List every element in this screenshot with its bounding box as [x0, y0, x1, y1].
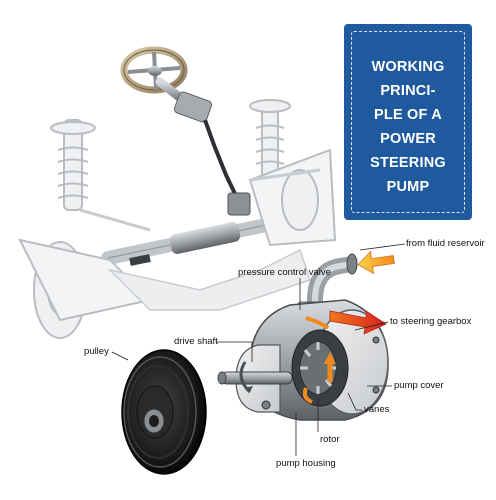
outlet-flow-arrow: [329, 310, 387, 335]
label-pump-cover: pump cover: [394, 380, 444, 391]
label-drive-shaft: drive shaft: [174, 336, 218, 347]
vanes-drawing: [300, 342, 336, 394]
diagram-title: WORKING PRINCI- PLE OF A POWER STEERING …: [344, 55, 472, 199]
label-vanes: vanes: [364, 404, 390, 415]
title-line: PRINCI-: [380, 83, 436, 99]
pulley-drawing: [121, 349, 207, 475]
leader-lines: [111, 243, 406, 456]
label-rotor: rotor: [320, 434, 340, 445]
title-panel: WORKING PRINCI- PLE OF A POWER STEERING …: [344, 24, 472, 220]
right-suspension: [248, 99, 337, 247]
left-suspension: [18, 119, 152, 339]
inlet-flow-arrow: [357, 250, 395, 275]
title-line: PLE OF A: [374, 107, 442, 123]
inner-flow-arrow-up: [324, 352, 336, 364]
label-pump-housing: pump housing: [276, 458, 336, 469]
title-panel-border: [351, 31, 465, 213]
steering-system-illustration: [18, 46, 337, 339]
title-line: PUMP: [386, 179, 430, 195]
title-line: STEERING: [370, 155, 446, 171]
drive-shaft-drawing: [221, 371, 293, 385]
label-pressure-control-valve: pressure control valve: [238, 267, 331, 278]
power-steering-pump: [217, 253, 389, 421]
label-pulley: pulley: [84, 346, 109, 357]
label-from-fluid-reservoir: from fluid reservoir: [406, 238, 485, 249]
title-line: POWER: [380, 131, 436, 147]
title-line: WORKING: [371, 59, 445, 75]
label-to-steering-gearbox: to steering gearbox: [390, 316, 472, 327]
